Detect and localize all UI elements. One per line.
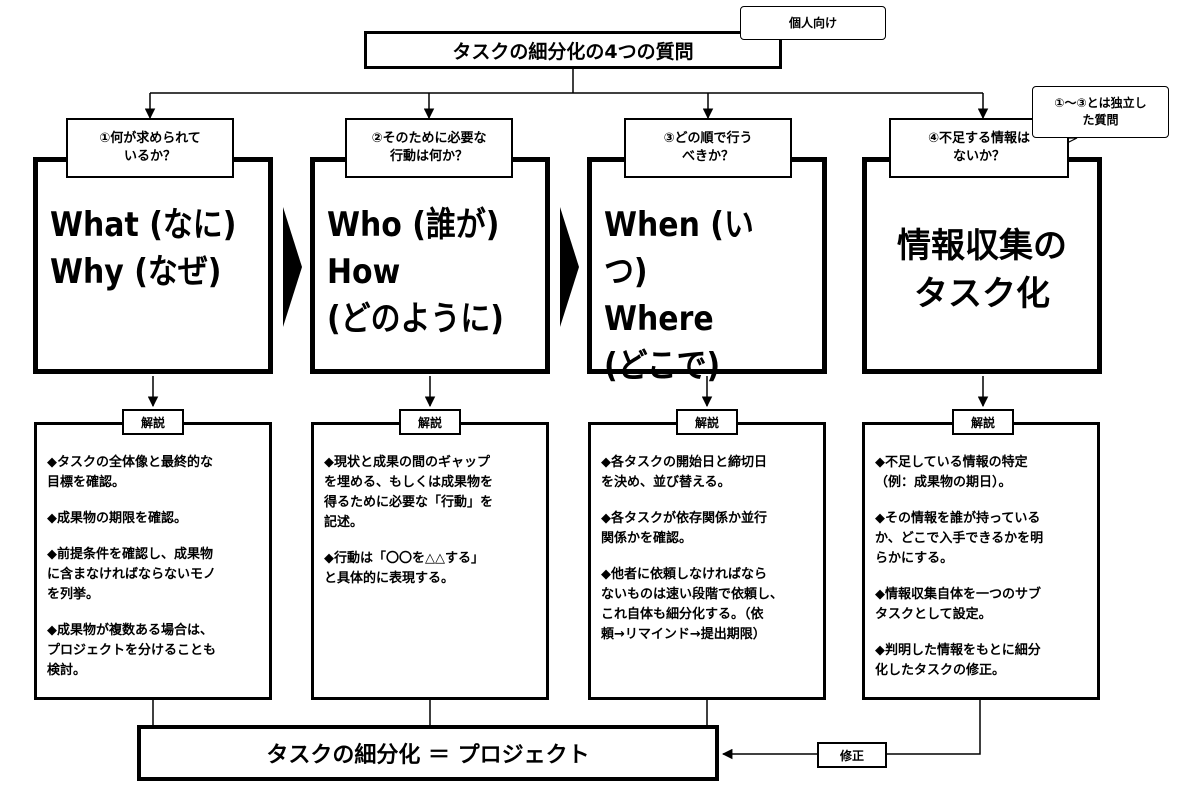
question-box-1: What (なに) Why (なぜ) (33, 157, 273, 374)
explain-point: ◆各タスクの開始日と締切日 を決め、並び替える。 (601, 455, 767, 490)
independent-note-callout: ①～③とは独立し た質問 (1032, 86, 1169, 138)
explain-label-1: 解説 (122, 409, 184, 435)
explain-point: ◆成果物が複数ある場合は、 プロジェクトを分けることも 検討。 (47, 623, 217, 678)
question-label-1: ①何が求められて いるか？ (66, 118, 234, 178)
question-box-4: 情報収集の タスク化 (862, 157, 1102, 374)
explain-point: ◆不足している情報の特定 （例：成果物の期日）。 (875, 455, 1028, 490)
question-label-3: ③どの順で行う べきか？ (624, 118, 792, 178)
explain-point: ◆タスクの全体像と最終的な 目標を確認。 (47, 455, 213, 490)
explain-point: ◆前提条件を確認し、成果物 に含まなければならないモノ を列挙。 (47, 547, 217, 602)
question-box-2: Who (誰が) How (どのように) (310, 157, 550, 374)
explain-point: ◆他者に依頼しなければなら ないものは速い段階で依頼し、 これ自体も細分化する。… (601, 567, 784, 642)
explain-box-1: ◆タスクの全体像と最終的な 目標を確認。 ◆成果物の期限を確認。 ◆前提条件を確… (34, 422, 272, 700)
explain-point: ◆その情報を誰が持っている か、どこで入手できるかを明 らかにする。 (875, 511, 1044, 566)
explain-label-4: 解説 (952, 409, 1014, 435)
explain-label-3: 解説 (676, 409, 738, 435)
explain-label-2: 解説 (399, 409, 461, 435)
chevron-right-icon-2 (560, 207, 579, 327)
diagram-title: タスクの細分化の4つの質問 (364, 31, 782, 69)
explain-point: ◆成果物の期限を確認。 (47, 511, 187, 526)
explain-point: ◆各タスクが依存関係か並行 関係かを確認。 (601, 511, 767, 546)
explain-box-2: ◆現状と成果の間のギャップ を埋める、もしくは成果物を 得るために必要な「行動」… (311, 422, 549, 700)
explain-point: ◆行動は「〇〇を△△する」 と具体的に表現する。 (324, 551, 484, 586)
question-keywords-4: 情報収集の タスク化 (897, 226, 1067, 314)
question-keywords-1: What (なに) Why (なぜ) (50, 205, 237, 292)
question-keywords-2: Who (誰が) How (どのように) (327, 205, 504, 339)
feedback-arrow (721, 700, 981, 760)
project-summary-box: タスクの細分化 ＝ プロジェクト (137, 725, 719, 781)
personal-note-callout: 個人向け (740, 6, 886, 40)
explain-point: ◆現状と成果の間のギャップ を埋める、もしくは成果物を 得るために必要な「行動」… (324, 455, 494, 530)
question-box-3: When (いつ) Where (どこで) (587, 157, 827, 386)
explain-point: ◆情報収集自体を一つのサブ タスクとして設定。 (875, 587, 1041, 622)
explain-point: ◆判明した情報をもとに細分 化したタスクの修正。 (875, 643, 1041, 678)
feedback-label: 修正 (817, 742, 887, 768)
explain-box-3: ◆各タスクの開始日と締切日 を決め、並び替える。 ◆各タスクが依存関係か並行 関… (588, 422, 826, 700)
explain-box-4: ◆不足している情報の特定 （例：成果物の期日）。 ◆その情報を誰が持っている か… (862, 422, 1100, 700)
question-label-4: ④不足する情報は ないか？ (889, 118, 1069, 178)
chevron-right-icon-1 (283, 207, 302, 327)
question-keywords-3: When (いつ) Where (どこで) (604, 205, 754, 386)
question-label-2: ②そのために必要な 行動は何か？ (345, 118, 513, 178)
